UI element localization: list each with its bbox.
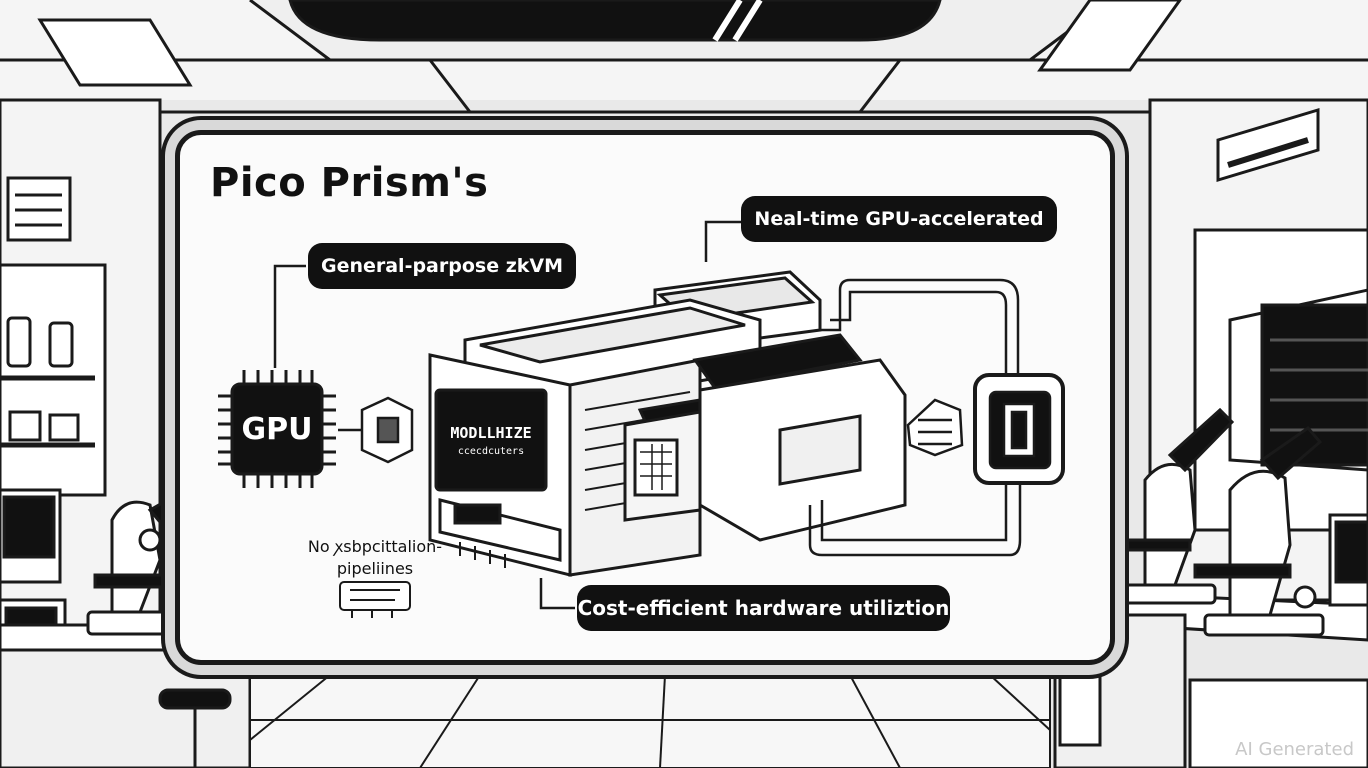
callout-cost-efficient-hardware: Cost-efficient hardware utiliztion xyxy=(577,585,950,631)
ai-generated-watermark: AI Generated xyxy=(1235,739,1354,760)
callout-real-time-gpu-accelerated: Neal-time GPU-accelerated xyxy=(741,196,1057,242)
module-label-main: MODLLHIZE xyxy=(450,423,532,442)
note-sketch xyxy=(339,581,411,618)
hardware-assembly xyxy=(428,270,907,577)
pipelines-note-line1: No ꭗsbpcittalion- xyxy=(307,537,443,556)
connector-block-left xyxy=(338,396,414,464)
cable-loop xyxy=(808,278,1022,557)
device-right xyxy=(906,373,1065,485)
microscopes-right xyxy=(1108,407,1325,637)
gpu-chip-label: GPU xyxy=(241,411,313,447)
gpu-chip xyxy=(218,370,336,488)
ceiling xyxy=(0,0,1368,114)
microscope-left xyxy=(86,488,197,636)
module-label: MODLLHIZE ccecdcuters xyxy=(440,392,542,488)
callout-connectors xyxy=(273,220,741,610)
left-lab-wall xyxy=(0,98,262,768)
callout-general-purpose-zkvm: General-parpose zkVM xyxy=(308,243,576,289)
floor-tiles xyxy=(249,674,1051,768)
module-label-sub: ccecdcuters xyxy=(457,445,525,457)
diagram-title: Pico Prism's xyxy=(210,160,489,206)
pipelines-note: No ꭗsbpcittalion- pipeliines xyxy=(300,536,450,580)
pipelines-note-line2: pipeliines xyxy=(336,559,414,578)
